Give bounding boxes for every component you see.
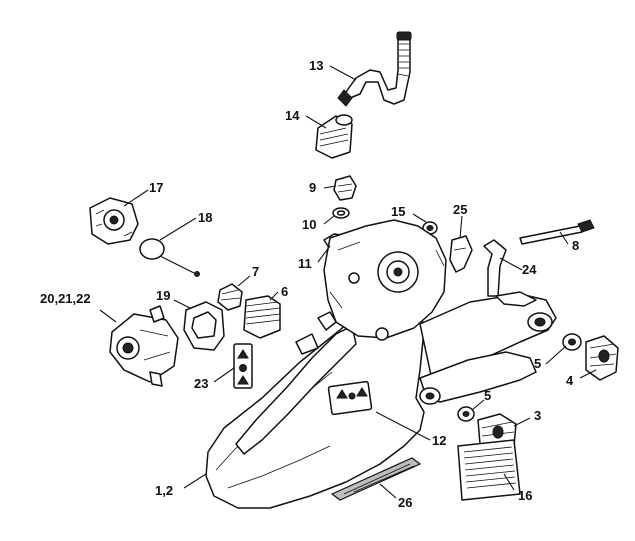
callout-9: 9	[309, 180, 316, 195]
fuel-hose-part	[337, 31, 412, 107]
strip-26-part	[330, 457, 422, 501]
leader-lines	[99, 65, 597, 499]
oil-pump-part	[89, 197, 139, 245]
callout-labels: 13 14 17 18 9 10 11 15 25 8 24 7 6 19 20…	[40, 58, 579, 510]
callout-13: 13	[309, 58, 323, 73]
callout-5-upper: 5	[534, 356, 541, 371]
callout-12: 12	[432, 433, 446, 448]
fuel-filter-part	[315, 114, 353, 159]
callout-3: 3	[534, 408, 541, 423]
callout-8: 8	[572, 238, 579, 253]
callout-18: 18	[198, 210, 212, 225]
hose-24-part	[483, 239, 507, 297]
callout-5-lower: 5	[484, 388, 491, 403]
callout-10: 10	[302, 217, 316, 232]
oil-tank-cap-part	[332, 175, 357, 219]
callout-1-2: 1,2	[155, 483, 173, 498]
callout-25: 25	[453, 202, 467, 217]
callout-17: 17	[149, 180, 163, 195]
callout-14: 14	[285, 108, 300, 123]
callout-20-21-22: 20,21,22	[40, 291, 91, 306]
callout-23: 23	[194, 376, 208, 391]
callout-16: 16	[518, 488, 532, 503]
oil-hose-part	[139, 238, 200, 277]
av-buffer-upper-part	[562, 333, 619, 381]
pictogram-23-part	[233, 343, 253, 389]
callout-11: 11	[298, 256, 312, 271]
grille-panel-part	[457, 439, 521, 501]
annular-buffer-part	[217, 283, 281, 339]
carburetor-part	[109, 305, 179, 387]
screw-8-part	[519, 219, 595, 245]
callout-26: 26	[398, 495, 412, 510]
callout-4: 4	[566, 373, 574, 388]
callout-6: 6	[281, 284, 288, 299]
callout-15: 15	[391, 204, 405, 219]
callout-19: 19	[156, 288, 170, 303]
callout-7: 7	[252, 264, 259, 279]
crankcase-housing-part	[205, 219, 557, 509]
bracket-part	[449, 235, 473, 273]
gasket-part	[183, 301, 225, 351]
callout-24: 24	[522, 262, 537, 277]
